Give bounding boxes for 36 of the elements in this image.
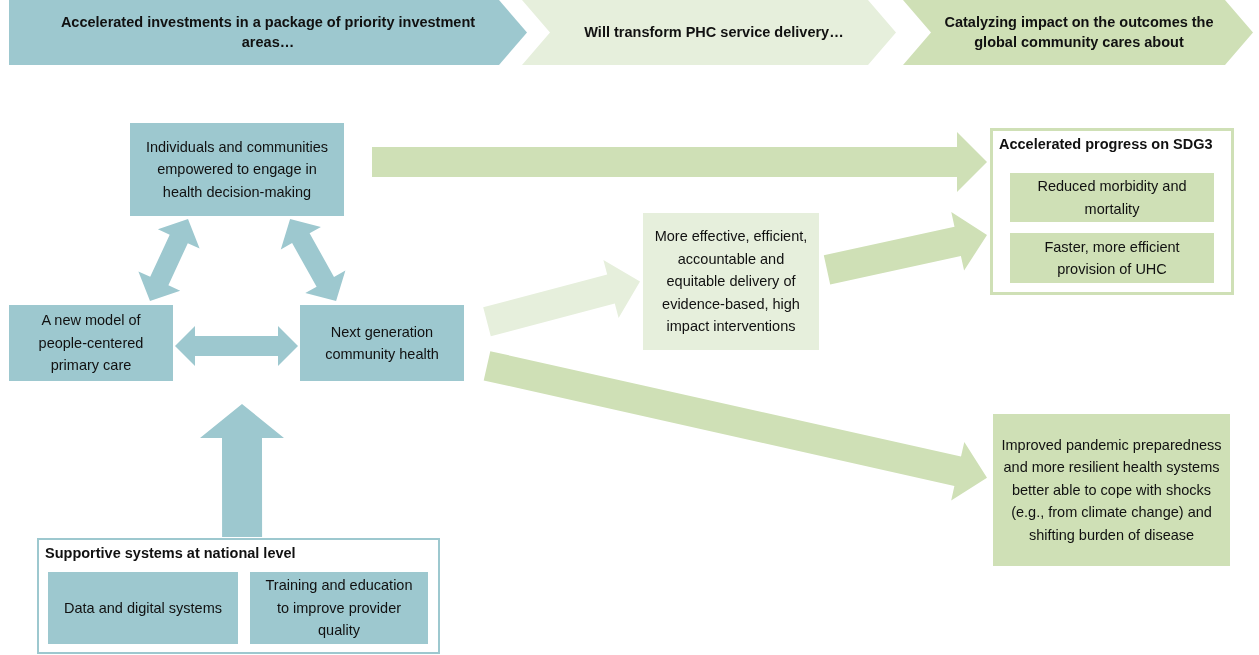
- box-text: Individuals and communities empowered to engage in health decision-making: [144, 137, 330, 202]
- box-text: Faster, more efficient provision of UHC: [1043, 237, 1181, 279]
- group-heading: Accelerated progress on SDG3: [999, 136, 1213, 152]
- block-arrow: [483, 260, 640, 337]
- box-text: Next generation community health: [324, 322, 440, 364]
- block-arrow: [200, 404, 284, 537]
- process-box: [643, 213, 819, 350]
- block-arrow: [372, 132, 987, 193]
- block-arrow: [280, 219, 346, 301]
- process-box: [9, 305, 173, 381]
- box-text: A new model of people-centered primary care: [37, 311, 145, 376]
- process-box: [250, 572, 428, 644]
- group-panel: [990, 128, 1234, 295]
- box-text: More effective, efficient, accountable and equitable delivery of evidence-based, high impact interventions: [653, 227, 809, 337]
- process-box: [130, 123, 344, 216]
- process-box: [48, 572, 238, 644]
- block-arrow: [823, 212, 987, 285]
- process-box: [300, 305, 464, 381]
- banner-heading: Accelerated investments in a package of priority investment areas…: [59, 12, 477, 52]
- process-box: [1010, 233, 1214, 283]
- box-text: Training and education to improve provider quality: [264, 576, 414, 641]
- box-text: Improved pandemic preparedness and more resilient health systems better able to cope with shocks (e.g., from climate change) and shifting burden of disease: [1001, 435, 1222, 545]
- block-arrow: [138, 219, 200, 301]
- block-arrow: [483, 351, 987, 501]
- banner-heading: Will transform PHC service delivery…: [584, 22, 844, 42]
- chevron-banner: [522, 0, 896, 65]
- group-heading: Supportive systems at national level: [45, 545, 296, 561]
- group-panel: [37, 538, 440, 654]
- block-arrow: [175, 326, 298, 366]
- process-box: [1010, 173, 1214, 222]
- banner-heading: Catalyzing impact on the outcomes the global community cares about: [943, 12, 1215, 52]
- box-text: Data and digital systems: [64, 598, 222, 618]
- chevron-banner: [903, 0, 1253, 65]
- process-box: [993, 414, 1230, 566]
- box-text: Reduced morbidity and mortality: [1036, 177, 1188, 219]
- chevron-banner: [9, 0, 527, 65]
